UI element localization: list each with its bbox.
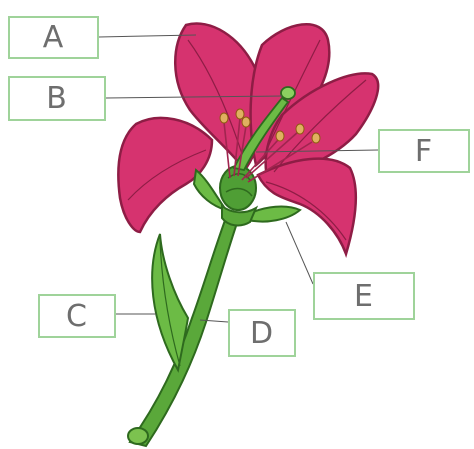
label-f: F	[415, 134, 433, 169]
label-a: A	[43, 20, 65, 55]
label-c: C	[66, 299, 88, 334]
label-d: D	[250, 316, 274, 351]
label-box-c: C	[38, 294, 116, 338]
label-box-a: A	[8, 16, 99, 59]
leaf	[152, 234, 188, 370]
leader-line-e	[286, 222, 313, 284]
label-b: B	[46, 81, 68, 116]
label-box-e: E	[313, 272, 415, 320]
label-box-f: F	[378, 129, 470, 173]
label-box-b: B	[8, 76, 106, 121]
label-e: E	[354, 279, 374, 314]
label-box-d: D	[228, 309, 296, 357]
